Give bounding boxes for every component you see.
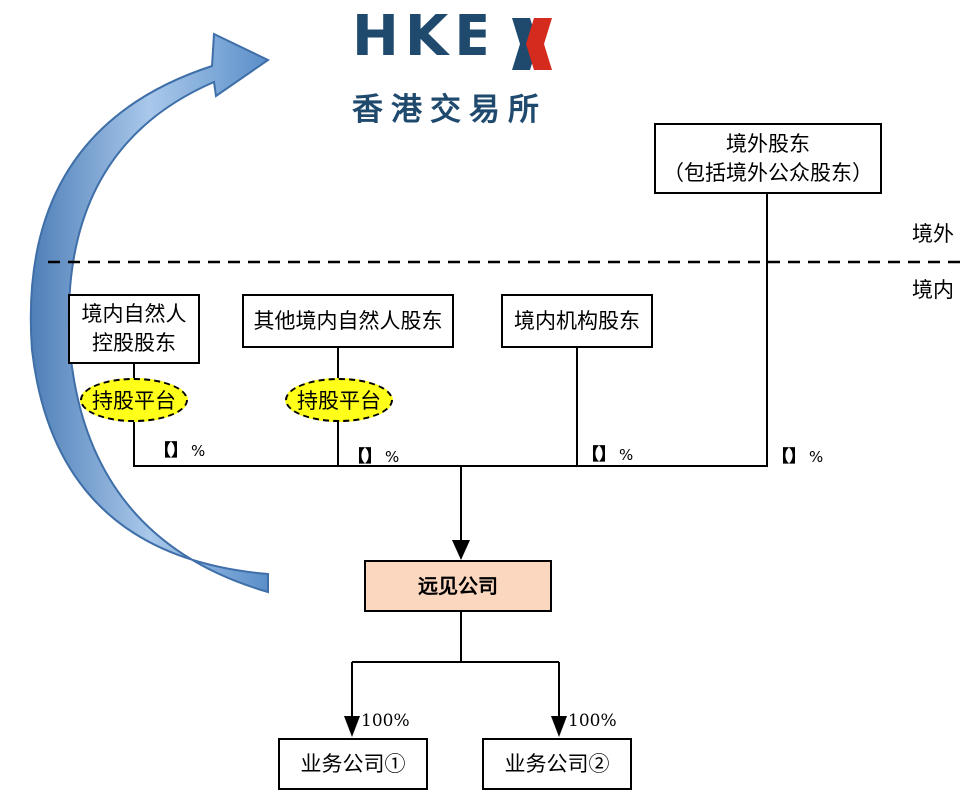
stake-label-3-unit: % bbox=[619, 446, 634, 464]
stake-label-1: 【】% bbox=[154, 436, 205, 461]
hkex-logo-word: HKEX bbox=[352, 4, 548, 69]
subsidiary-1-share: 100% bbox=[361, 711, 410, 731]
arrowhead-to-subsidiary-2 bbox=[551, 716, 567, 737]
company-name: 远见公司 bbox=[418, 573, 498, 598]
stake-label-3: 【】% bbox=[582, 440, 633, 465]
company-box: 远见公司 bbox=[364, 560, 552, 612]
subsidiary-1-box: 业务公司① bbox=[278, 738, 428, 790]
stake-label-4-bracket: 【】 bbox=[772, 447, 806, 467]
stake-label-2-unit: % bbox=[385, 448, 400, 466]
subsidiary-2-share: 100% bbox=[568, 711, 617, 731]
subsidiary-1-name: 业务公司① bbox=[300, 751, 406, 776]
holding-platform-2-label: 持股平台 bbox=[297, 389, 381, 413]
natural-controller-box: 境内自然人 控股股东 bbox=[68, 294, 200, 364]
stake-label-4: 【】% bbox=[772, 442, 823, 467]
offshore-shareholders-box: 境外股东 （包括境外公众股东） bbox=[654, 123, 882, 194]
hkex-logo-x-mark bbox=[512, 18, 552, 70]
institutional-shareholders-box: 境内机构股东 bbox=[501, 294, 653, 348]
other-natural-shareholders-label: 其他境内自然人股东 bbox=[253, 308, 443, 333]
institutional-shareholders-label: 境内机构股东 bbox=[514, 308, 640, 333]
stake-label-4-unit: % bbox=[809, 448, 824, 466]
natural-controller-line1: 境内自然人 bbox=[81, 302, 187, 326]
subsidiary-2-box: 业务公司② bbox=[482, 738, 632, 790]
holding-platform-1-label: 持股平台 bbox=[92, 389, 176, 413]
zone-label-offshore: 境外 bbox=[912, 222, 954, 246]
arrowhead-to-company bbox=[452, 540, 470, 560]
ownership-connectors bbox=[133, 194, 768, 718]
offshore-shareholders-title: 境外股东 bbox=[726, 131, 810, 156]
arrowhead-to-subsidiary-1 bbox=[344, 716, 360, 737]
holding-platform-1: 持股平台 bbox=[80, 378, 188, 422]
stake-label-3-bracket: 【】 bbox=[582, 445, 616, 465]
listing-curved-arrow bbox=[29, 32, 270, 594]
other-natural-shareholders-box: 其他境内自然人股东 bbox=[242, 294, 454, 348]
hkex-logo-subtitle: 香港交易所 bbox=[352, 92, 547, 128]
subsidiary-2-name: 业务公司② bbox=[504, 751, 610, 776]
zone-label-onshore: 境内 bbox=[912, 278, 954, 302]
stake-label-2: 【】% bbox=[348, 442, 399, 467]
offshore-shareholders-note: （包括境外公众股东） bbox=[663, 160, 873, 185]
natural-controller-line2: 控股股东 bbox=[92, 331, 176, 355]
stake-label-2-bracket: 【】 bbox=[348, 447, 382, 467]
stake-label-1-bracket: 【】 bbox=[154, 441, 188, 461]
stake-label-1-unit: % bbox=[191, 442, 206, 460]
holding-platform-2: 持股平台 bbox=[285, 378, 393, 422]
